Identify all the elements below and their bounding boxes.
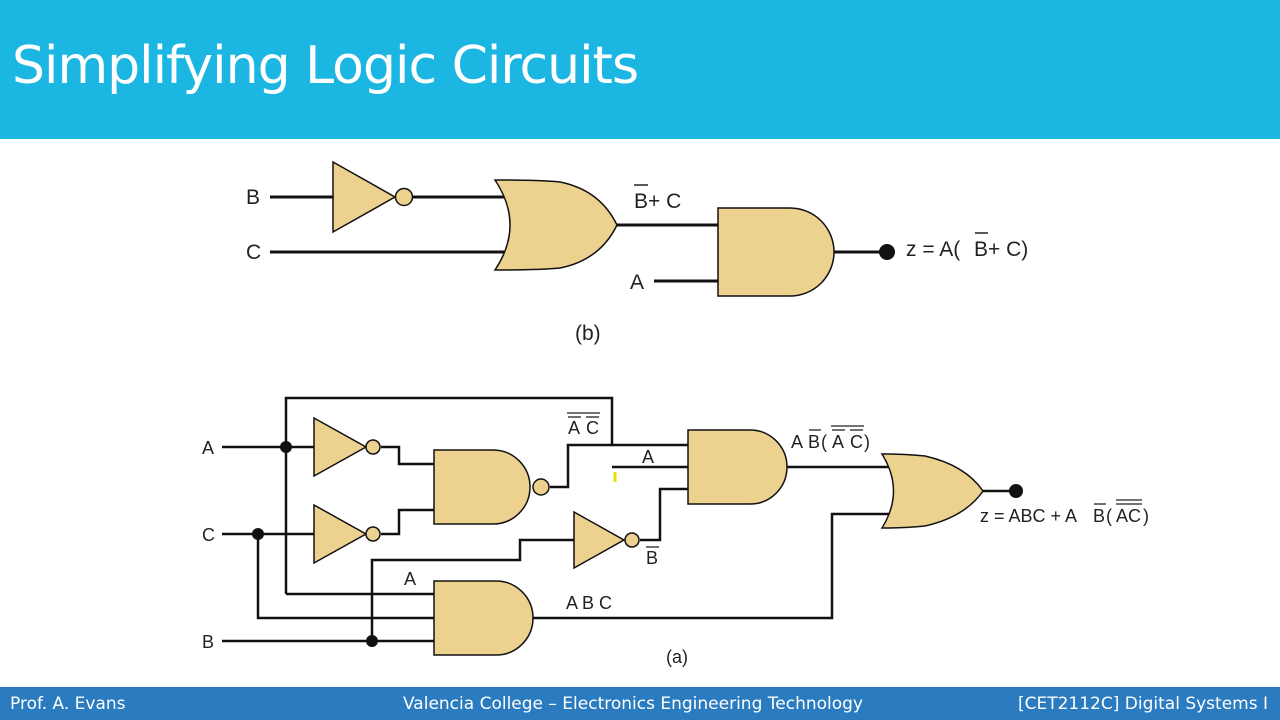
label-z-b: B <box>1093 506 1105 526</box>
label-b: B <box>246 186 260 209</box>
wire-c-and2 <box>256 534 434 620</box>
output-node <box>879 244 895 260</box>
label-z-rest: + C) <box>988 238 1028 261</box>
label-z-open: ( <box>1106 506 1112 526</box>
label-nand-c: C <box>586 418 599 438</box>
label-a: A <box>202 438 214 458</box>
wire-a-top <box>284 396 688 447</box>
label-a: A <box>630 271 644 294</box>
wire-binv-and1 <box>640 487 688 542</box>
not-gate-b <box>573 510 626 570</box>
not-gate-a <box>313 416 368 478</box>
footer-course: [CET2112C] Digital Systems I <box>1017 694 1268 714</box>
label-b-bar: B <box>634 190 648 213</box>
circuit-a <box>222 396 1014 643</box>
label-z-prefix: z = ABC + A <box>980 506 1077 526</box>
output-node <box>1009 484 1023 498</box>
and-gate-1 <box>687 429 788 505</box>
label-wire-a: A <box>642 447 654 467</box>
footer-author: Prof. A. Evans <box>10 694 126 714</box>
footer-college: Valencia College – Electronics Engineeri… <box>403 694 863 714</box>
label-and1-ac1: A <box>832 432 844 452</box>
label-inv-b: B <box>646 548 658 568</box>
label-and1-b: B <box>808 432 820 452</box>
logic-diagram: B C A B + C z = A( B + C) (b) <box>202 160 1149 667</box>
or-gate-a <box>880 453 984 529</box>
and-gate <box>717 207 835 297</box>
label-b: B <box>202 632 214 652</box>
label-and1-ac2: C <box>850 432 863 452</box>
junction-node <box>366 635 378 647</box>
wire-inv2-nand <box>381 508 434 536</box>
slide-title: Simplifying Logic Circuits <box>12 36 639 96</box>
not-bubble <box>624 532 640 548</box>
label-and2-out: A B C <box>566 593 612 613</box>
nand-gate <box>433 449 531 525</box>
caption-a: (a) <box>666 647 688 667</box>
label-z-close: ) <box>1143 506 1149 526</box>
label-and1-a: A <box>791 432 803 452</box>
label-c: C <box>246 241 261 264</box>
not-gate-c <box>313 503 368 565</box>
title-bar: Simplifying Logic Circuits <box>0 0 1280 139</box>
wire-b-inv <box>370 538 574 641</box>
wire-nand-and1 <box>550 443 612 489</box>
label-wire-a2: A <box>404 569 416 589</box>
junction-node <box>252 528 264 540</box>
label-nand-a: A <box>568 418 580 438</box>
nand-bubble <box>532 478 550 496</box>
label-c: C <box>202 525 215 545</box>
not-gate <box>332 160 397 234</box>
not-bubble <box>394 187 414 207</box>
label-or-out: + C <box>648 190 681 213</box>
label-z-b: B <box>974 238 988 261</box>
or-gate <box>493 179 618 271</box>
not-bubble <box>365 526 381 542</box>
label-and1-open: ( <box>821 432 827 452</box>
and-gate-2 <box>433 580 534 656</box>
label-z: z = A( <box>906 238 960 261</box>
footer-bar: Prof. A. Evans Valencia College – Electr… <box>0 687 1280 720</box>
junction-node <box>280 441 292 453</box>
wire-and2-or <box>533 512 890 620</box>
label-and1-close: ) <box>864 432 870 452</box>
label-z-ac: AC <box>1116 506 1141 526</box>
caption-b: (b) <box>575 322 601 345</box>
circuit-b <box>270 195 885 283</box>
wire-inv1-nand <box>381 445 434 466</box>
not-bubble <box>365 439 381 455</box>
